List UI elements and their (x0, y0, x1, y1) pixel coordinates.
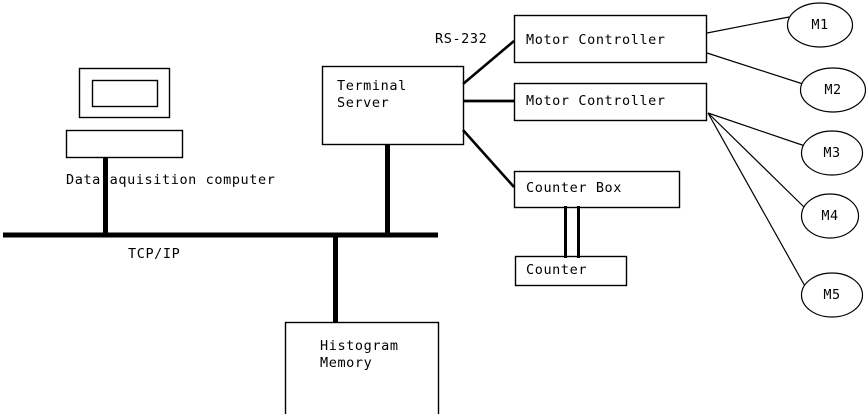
link-mc2-to-m4 (707, 112, 806, 209)
motor-controller-2-box (513, 82, 708, 122)
motor-controller-1-box (513, 14, 708, 64)
motor-m2-label: M2 (824, 82, 842, 98)
terminal-server-label-line1: Terminal (337, 78, 407, 94)
rs232-link-to-counter-box (462, 129, 515, 188)
motor-controller-1-label: Motor Controller (526, 32, 666, 48)
computer-monitor-screen (91, 79, 159, 108)
histogram-memory-box (284, 321, 440, 414)
motor-m4-ellipse (800, 193, 860, 239)
rs232-label: RS-232 (435, 31, 488, 47)
motor-m3-ellipse (800, 130, 864, 176)
link-mc1-to-m1 (706, 16, 790, 34)
tcpip-bus-label: TCP/IP (128, 246, 181, 262)
motor-m2-ellipse (799, 67, 867, 113)
terminal-server-box (321, 65, 465, 146)
histogram-memory-label-line2: Memory (320, 355, 373, 371)
motor-m1-label: M1 (811, 17, 829, 33)
rs232-link-to-motor-controller-1 (462, 40, 515, 85)
histogram-memory-label-line1: Histogram (320, 338, 399, 354)
link-mc2-to-m3 (707, 112, 806, 147)
data-acquisition-computer-caption: Data aquisition computer (66, 172, 276, 188)
counter-box-label: Counter Box (526, 180, 623, 196)
motor-m3-label: M3 (823, 145, 841, 161)
motor-m1-ellipse (786, 2, 854, 48)
link-mc1-to-m2 (706, 52, 804, 85)
counter-label: Counter (526, 262, 588, 278)
motor-m4-label: M4 (821, 208, 839, 224)
counter-box-box (513, 170, 681, 209)
motor-controller-2-label: Motor Controller (526, 93, 666, 109)
motor-m5-label: M5 (823, 287, 841, 303)
terminal-server-label-line2: Server (337, 95, 390, 111)
link-mc2-to-m5 (707, 112, 807, 289)
computer-base-unit (65, 129, 184, 159)
counter-box (514, 255, 628, 287)
motor-m5-ellipse (800, 272, 864, 318)
